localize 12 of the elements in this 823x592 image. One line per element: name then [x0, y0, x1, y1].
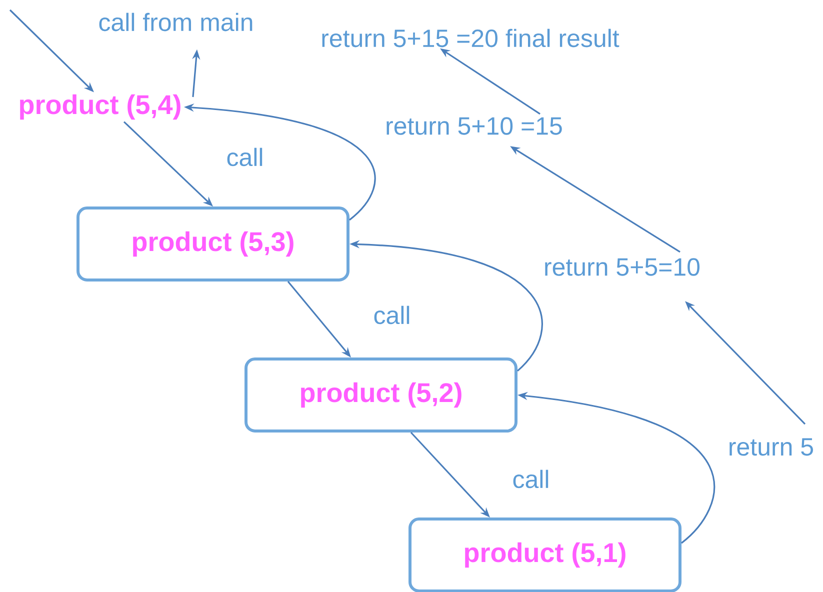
function-call-box: product (5,1)	[408, 518, 682, 592]
function-call-label: product (5,4)	[20, 94, 180, 120]
function-call-box: product (5,2)	[244, 358, 518, 432]
edge-label: call	[510, 468, 552, 490]
edge-label: call	[224, 146, 266, 168]
return-note: return 5	[730, 438, 813, 456]
return-note: return 5+10 =15	[386, 117, 562, 135]
function-call-box: product (5,3)	[76, 206, 350, 282]
edge-label: call	[371, 304, 413, 326]
return-note: return 5+5=10	[545, 258, 700, 276]
return-note: return 5+15 =20 final result	[322, 28, 620, 48]
return-note: call from main	[99, 12, 252, 32]
